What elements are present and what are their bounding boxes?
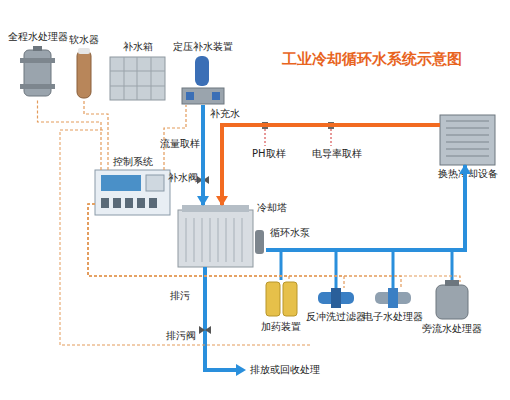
- control-signal-line: [84, 100, 108, 170]
- sidestream-treater: 旁流水处理器: [432, 282, 472, 320]
- pipe-label: 排污: [170, 290, 190, 302]
- makeup-water-pipe: [201, 105, 205, 205]
- control-signal-line: [38, 100, 102, 170]
- equipment-label: 循环水泵: [270, 227, 310, 239]
- water-tank: 补水箱: [110, 55, 165, 100]
- hot-water-pipe: [222, 125, 440, 205]
- equipment-label: 旁流水处理器: [422, 323, 482, 335]
- diagram-title: 工业冷却循环水系统示意图: [282, 50, 462, 69]
- heat-exchanger: 换热冷却设备: [440, 115, 495, 165]
- makeup-unit: 定压补水装置: [180, 55, 225, 105]
- backwash-filter: 反冲洗过滤器: [318, 288, 354, 308]
- pipe-label: 补水阀: [168, 172, 198, 184]
- equipment-label: 软水器: [69, 34, 99, 46]
- equipment-label: 加药装置: [261, 321, 301, 333]
- pipe-label: 补充水: [210, 108, 240, 120]
- softener: 软水器: [75, 48, 93, 100]
- control-signal-line: [164, 105, 186, 170]
- pipe-label: 排放或回收处理: [250, 364, 320, 376]
- cold-water-pipe: [266, 165, 465, 250]
- control-signal-line: [88, 204, 289, 280]
- control-panel: 控制系统: [95, 170, 170, 215]
- equipment-label: 全程水处理器: [8, 31, 68, 43]
- pipe-label: PH取样: [252, 148, 286, 160]
- equipment-label: 控制系统: [113, 156, 153, 168]
- equipment-label: 定压补水装置: [173, 41, 233, 53]
- circulation-pump: 循环水泵: [254, 230, 266, 256]
- equipment-label: 冷却塔: [257, 202, 287, 214]
- water-treater: 全程水处理器: [20, 45, 55, 100]
- pipe-label: 排污阀: [166, 330, 196, 342]
- control-signal-line: [88, 204, 344, 288]
- pipe-label: 流量取样: [160, 138, 200, 150]
- equipment-label: 反冲洗过滤器: [306, 311, 366, 323]
- equipment-label: 电子水处理器: [363, 311, 423, 323]
- equipment-label: 补水箱: [123, 41, 153, 53]
- dosing-unit: 加药装置: [265, 280, 297, 318]
- equipment-label: 换热冷却设备: [438, 168, 498, 180]
- control-signal-line: [88, 204, 460, 282]
- electronic-treater: 电子水处理器: [375, 288, 411, 308]
- control-signal-line: [88, 204, 401, 288]
- cooling-tower: 冷却塔: [178, 205, 253, 267]
- pipe-label: 电导率取样: [312, 148, 362, 160]
